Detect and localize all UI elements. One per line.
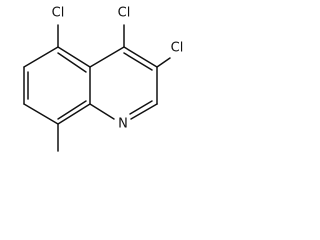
bond-c5-c6 [23, 46, 59, 68]
bond-c4a-c5-inner [57, 52, 87, 73]
bond-c2-n1-inner [129, 100, 153, 115]
bond-c2-n1 [130, 103, 158, 120]
bond-c4a-c4 [89, 46, 125, 68]
bond-c4-c3-inner [123, 52, 153, 71]
bond-c4-c3 [123, 46, 158, 68]
atom-n-1: N [118, 117, 128, 132]
bond-c4a-c5 [57, 46, 91, 68]
bond-n1-c8a [89, 103, 115, 120]
bond-c3-cl [156, 57, 171, 68]
atom-cl-3: Cl [171, 41, 184, 56]
bond-lines [23, 24, 171, 152]
bond-c7-c8 [23, 103, 59, 125]
atom-cl-5: Cl [52, 6, 65, 21]
molecule-drawing: Cl Cl Cl N [23, 6, 184, 152]
atom-cl-4: Cl [118, 6, 131, 21]
structure-diagram: Cl Cl Cl N [0, 0, 188, 172]
bond-c8-c8a [57, 103, 91, 125]
bond-c8-c8a-inner [57, 100, 87, 120]
